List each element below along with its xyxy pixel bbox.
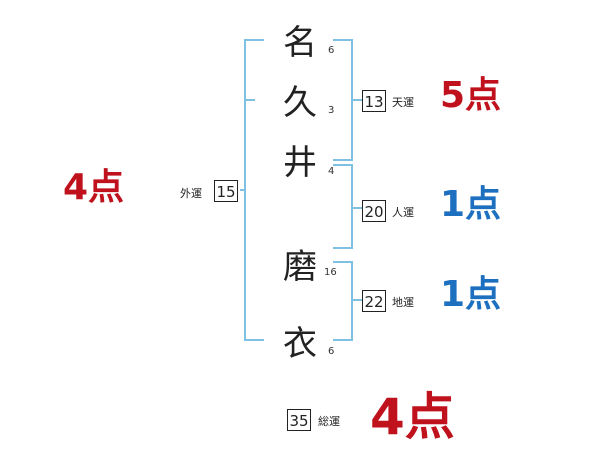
surname-char-1: 名 [283,23,317,63]
souun-score: 4点 [370,388,455,446]
jinun-value-box: 20 [362,200,386,222]
chiun-value-box: 22 [362,290,386,312]
tenun-value-box: 13 [362,90,386,112]
given-char-1: 磨 [283,247,317,287]
gaiun-label: 外運 [180,187,202,200]
tenun-score: 5点 [440,75,502,116]
surname-char-2: 久 [283,83,317,123]
chiun-bracket [333,261,362,341]
surname-char-1-strokes: 6 [328,45,335,56]
tenun-label: 天運 [392,96,414,109]
jinun-label: 人運 [392,206,414,219]
chiun-score: 1点 [440,274,502,315]
given-char-2: 衣 [283,324,317,364]
jinun-score: 1点 [440,184,502,225]
souun-label: 総運 [318,415,340,428]
gaiun-score: 4点 [63,167,125,208]
jinun-bracket [333,164,362,249]
chiun-label: 地運 [392,296,414,309]
given-char-2-strokes: 6 [328,346,335,357]
surname-char-2-strokes: 3 [328,105,335,116]
surname-char-3: 井 [283,143,317,183]
gaiun-value-box: 15 [214,180,238,202]
surname-char-3-strokes: 4 [328,166,335,177]
gaiun-bracket [244,39,264,341]
tenun-bracket [333,39,362,161]
given-char-1-strokes: 16 [324,267,337,278]
souun-value-box: 35 [287,409,311,431]
